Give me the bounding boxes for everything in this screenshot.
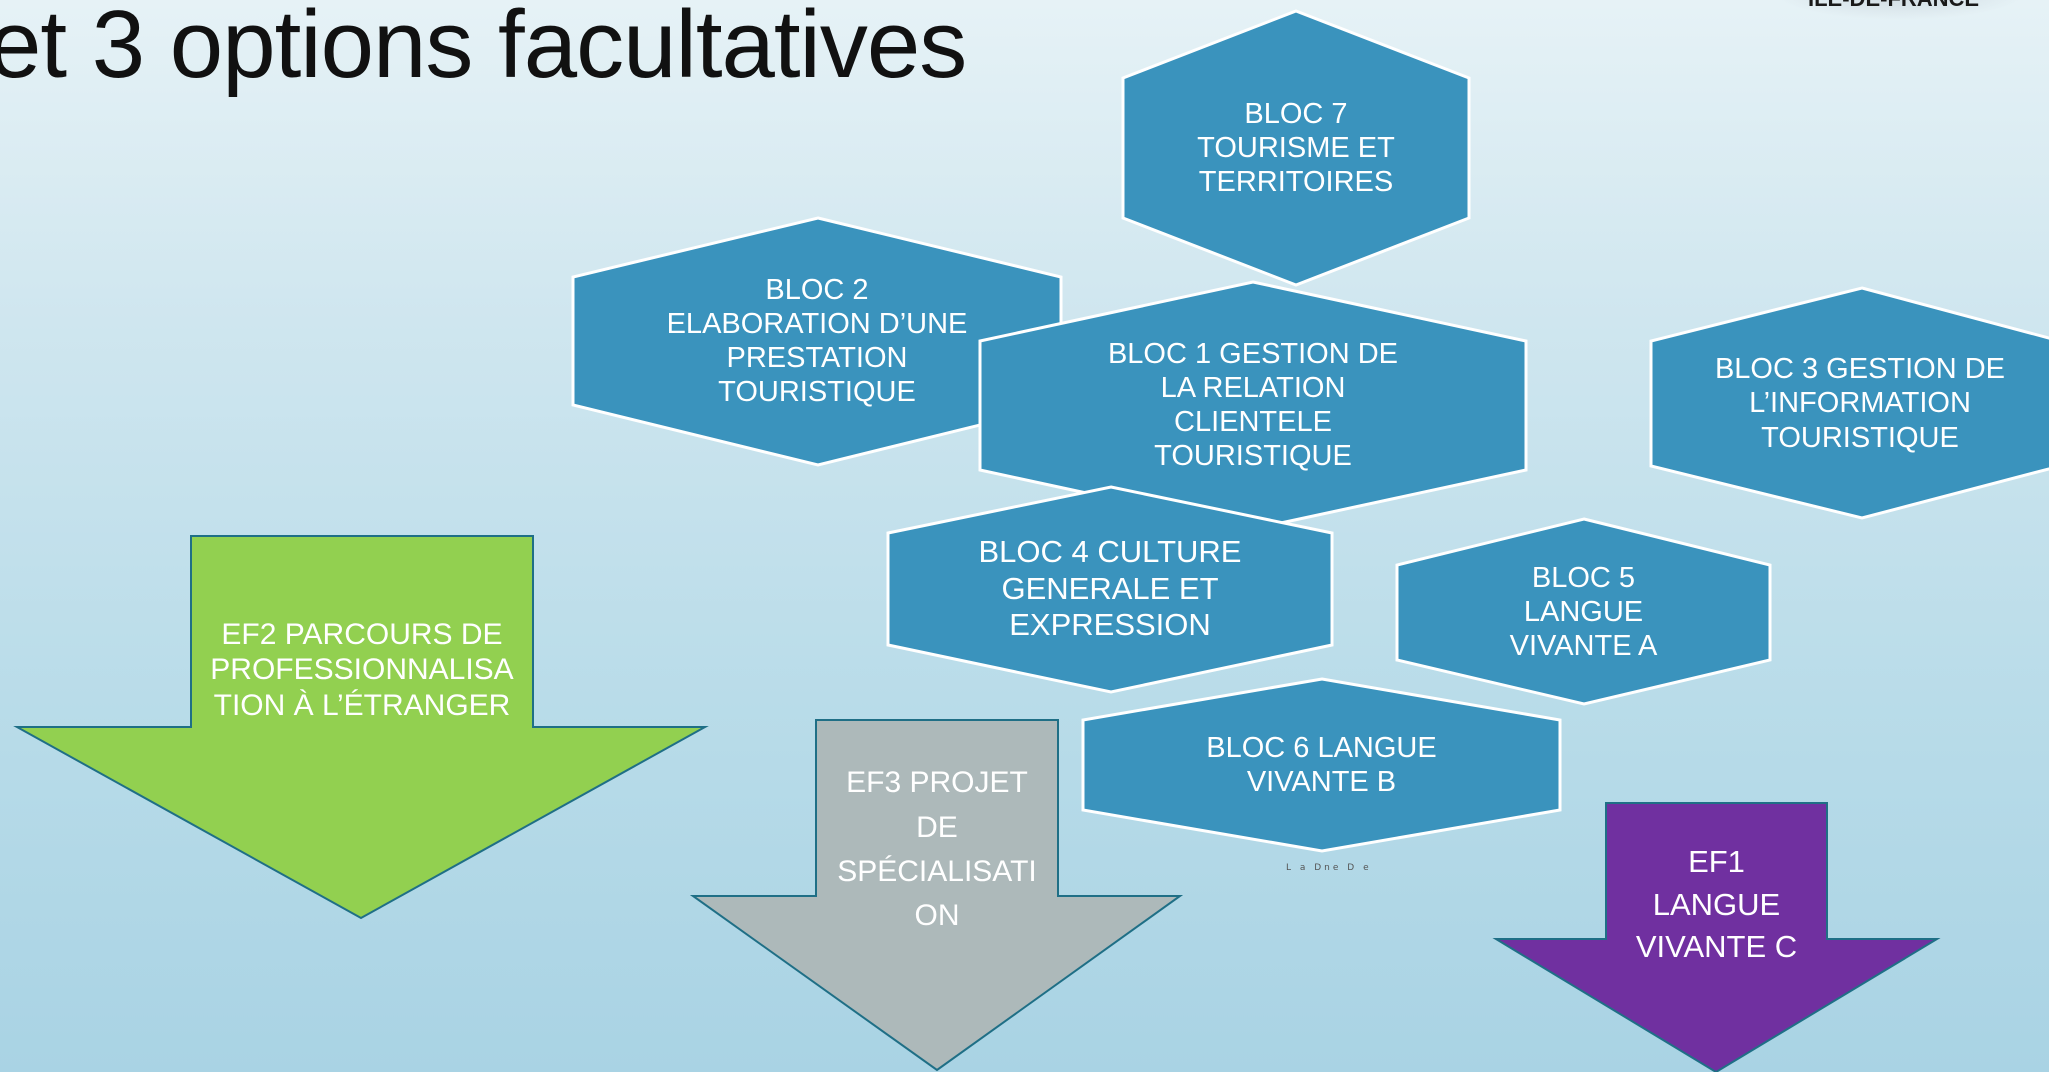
bloc1-label: BLOC 1 GESTION DE LA RELATION CLIENTELE … [1107, 337, 1399, 473]
ef3-label: EF3 PROJET DE SPÉCIALISATI ON [837, 766, 1037, 933]
bloc5-label: BLOC 5 LANGUE VIVANTE A [1509, 561, 1658, 663]
slide-title: et 3 options facultatives [0, 0, 967, 98]
bloc3-hexagon [1649, 286, 2049, 520]
bloc2-label: BLOC 2 ELABORATION D’UNE PRESTATION TOUR… [666, 273, 968, 409]
bloc7-label: BLOC 7 TOURISME ET TERRITOIRES [1197, 97, 1395, 199]
bloc3-label: BLOC 3 GESTION DE L’INFORMATION TOURISTI… [1714, 353, 2006, 454]
bloc6-label: BLOC 6 LANGUE VIVANTE B [1206, 731, 1437, 798]
ef3-arrow-shape [689, 719, 1184, 1072]
ef2-arrow-shape [13, 535, 709, 920]
ef1-label: EF1 LANGUE VIVANTE C [1635, 843, 1798, 965]
bloc6-hexagon [1081, 677, 1562, 853]
ef2-label: EF2 PARCOURS DE PROFESSIONNALISA TION À … [210, 617, 514, 722]
logo-glow [1770, 0, 2030, 20]
logo-text: ILE-DE-FRANCE [1808, 0, 1979, 12]
ef1-arrow-shape [1492, 802, 1941, 1072]
bloc2-hexagon [571, 216, 1063, 467]
bloc7-hexagon [1121, 9, 1471, 287]
bloc4-hexagon [886, 485, 1334, 694]
bloc4-label: BLOC 4 CULTURE GENERALE ET EXPRESSION [978, 534, 1242, 643]
tiny-caption: L a Dne D e [1286, 863, 1372, 873]
bloc5-hexagon [1395, 517, 1772, 706]
